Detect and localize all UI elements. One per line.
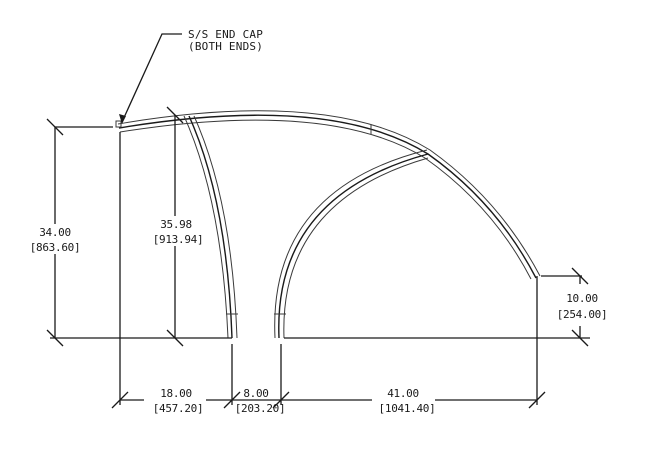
- dim-inner-arc-height-metric: [913.94]: [153, 233, 204, 246]
- dim-bottom-chain: [111, 391, 546, 409]
- left-inner-arc-tube: [183, 115, 238, 339]
- dim-right-span-metric: [1041.40]: [379, 402, 436, 415]
- dim-right-leg-height-metric: [254.00]: [557, 308, 608, 321]
- dim-right-leg-height: [541, 267, 589, 347]
- end-cap-leader: [119, 33, 182, 124]
- dim-left-span-imperial: 18.00: [160, 387, 192, 400]
- right-inner-arc-tube: [274, 149, 429, 339]
- dim-right-span-imperial: 41.00: [387, 387, 419, 400]
- dim-overall-height-imperial: 34.00: [39, 226, 71, 239]
- dim-gap-metric: [203.20]: [235, 402, 286, 415]
- dim-inner-arc-height-imperial: 35.98: [160, 218, 192, 231]
- note-line-2: (BOTH ENDS): [188, 40, 263, 53]
- dim-gap-imperial: 8.00: [243, 387, 268, 400]
- dim-left-span-metric: [457.20]: [153, 402, 204, 415]
- outer-arc-tube: [117, 110, 541, 280]
- dim-right-leg-height-imperial: 10.00: [566, 292, 598, 305]
- dim-overall-height-metric: [863.60]: [30, 241, 81, 254]
- end-cap: [115, 120, 122, 128]
- note-line-1: S/S END CAP: [188, 28, 263, 41]
